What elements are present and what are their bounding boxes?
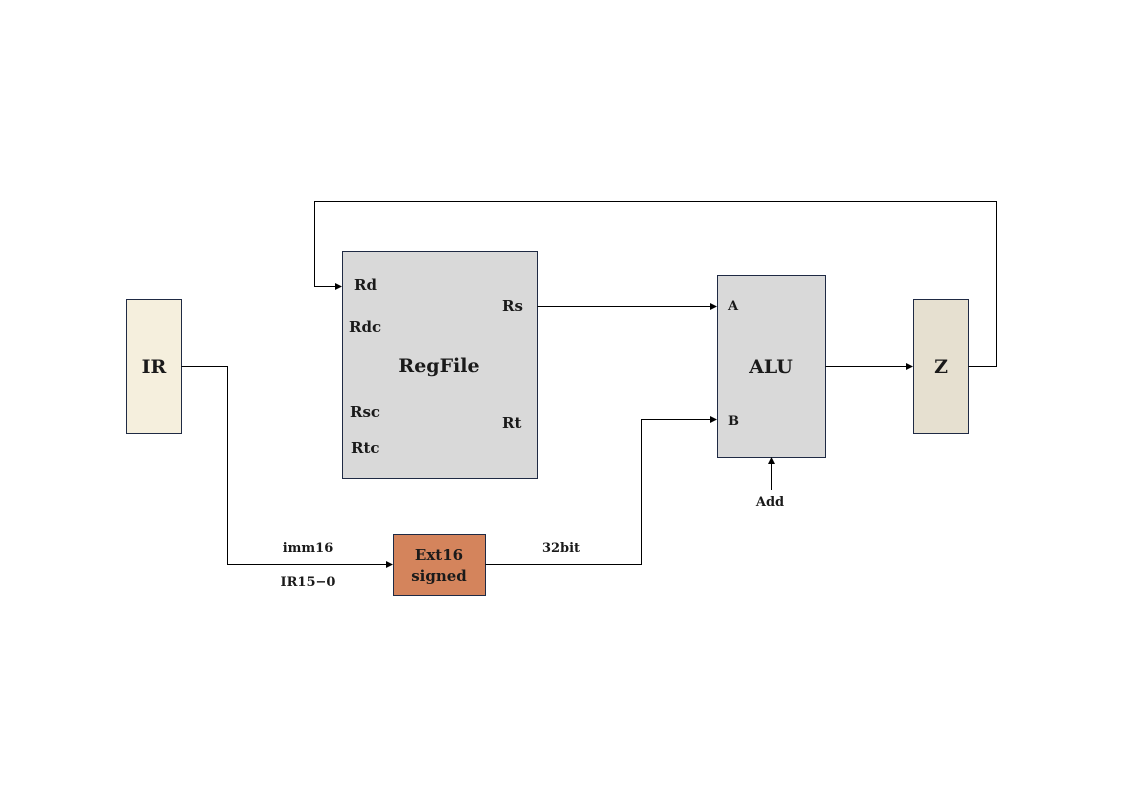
wire-ir-to-ext [181,366,388,565]
label-add: Add [755,495,784,510]
arrow-into-alu-control [768,457,775,464]
label-32bit: 32bit [542,541,580,556]
regfile-port-rd: Rd [354,276,377,294]
regfile-box [342,251,538,479]
regfile-label: RegFile [398,355,479,377]
ir-box [126,299,182,434]
wire-ext-to-alu-b [485,419,712,565]
regfile-port-rdc: Rdc [349,318,381,336]
ext16-label-line1: Ext16 [415,546,463,564]
label-ir-range: IR15−0 [281,575,336,590]
alu-label: ALU [748,356,793,378]
alu-box [717,275,826,458]
arrow-into-alu-a [710,303,717,310]
ext16-block: Ext16 signed [393,534,486,596]
regfile-port-rt: Rt [502,414,521,432]
z-block: Z [913,299,969,434]
alu-block: ALU A B [717,275,826,458]
alu-port-a: A [727,299,739,314]
z-label: Z [934,356,948,378]
arrow-into-rd [335,283,342,290]
wire-z-feedback-to-rd [314,201,997,367]
regfile-port-rs: Rs [502,297,523,315]
arrow-into-z [906,363,913,370]
regfile-block: RegFile Rd Rdc Rsc Rtc Rs Rt [342,251,538,479]
label-imm16: imm16 [283,541,334,556]
arrow-into-alu-b [710,416,717,423]
alu-port-b: B [728,414,739,429]
ext16-box [393,534,486,596]
arrow-into-ext [386,561,393,568]
regfile-port-rtc: Rtc [351,439,380,457]
z-box [913,299,969,434]
ir-block: IR [126,299,182,434]
regfile-port-rsc: Rsc [350,403,380,421]
ir-label: IR [142,356,167,378]
ext16-label-line2: signed [411,567,467,585]
